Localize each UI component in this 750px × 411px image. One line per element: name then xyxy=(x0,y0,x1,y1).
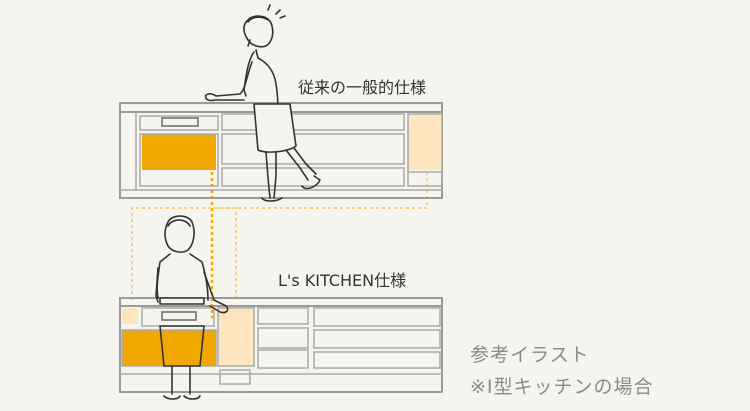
ls-kitchen-person xyxy=(155,215,229,400)
conventional-person xyxy=(204,4,321,202)
note-i-type-kitchen: ※I型キッチンの場合 xyxy=(470,376,654,398)
label-ls-kitchen: L's KITCHEN仕様 xyxy=(278,271,407,290)
label-conventional: 従来の一般的仕様 xyxy=(298,78,427,97)
ls-kitchen xyxy=(119,297,443,393)
ls-light-block xyxy=(218,308,254,366)
conventional-light-block xyxy=(408,114,442,170)
note-reference-illustration: 参考イラスト xyxy=(470,344,590,366)
dishwasher-orange-block xyxy=(142,134,216,170)
